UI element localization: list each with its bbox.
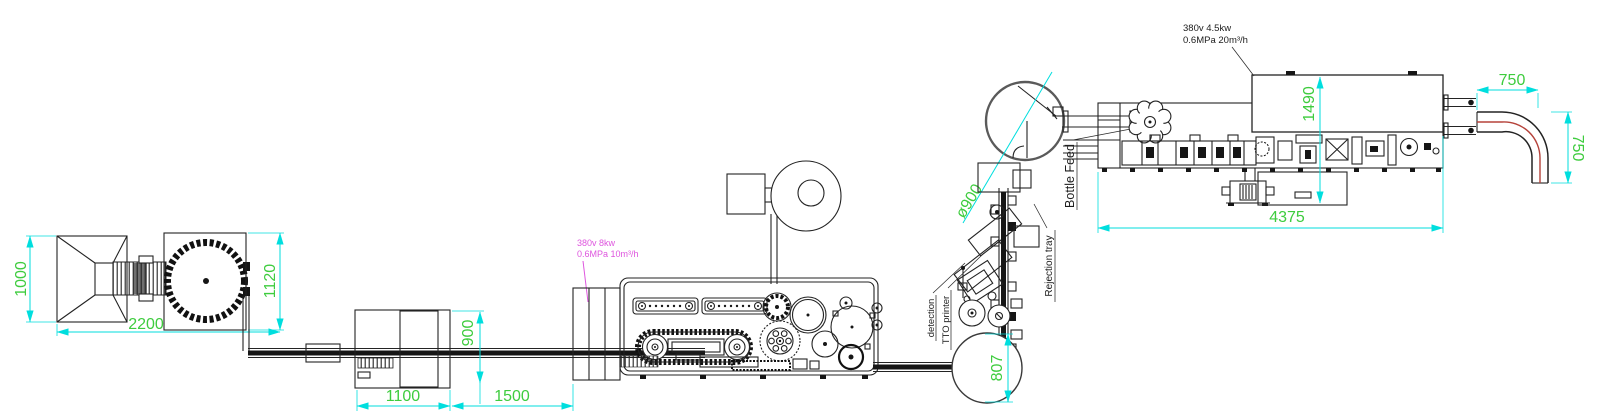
cartoner-power-line2: 0.6MPa 20m³/h <box>1183 35 1248 46</box>
blister-power-line2: 0.6MPa 10m³/h <box>577 249 639 259</box>
cartoner-power-line1: 380v 4.5kw <box>1183 23 1231 34</box>
rejection-tray-label-text: Rejection tray <box>1044 235 1055 296</box>
blister-machine <box>572 277 883 381</box>
dim-box-length: 1100 <box>356 388 451 411</box>
rejection-tray-label: Rejection tray <box>1033 203 1056 302</box>
cartoner-hood <box>1251 74 1444 133</box>
dim-outfeed-height: 750 <box>1551 111 1586 184</box>
dim-text-750-right: 750 <box>1569 135 1586 162</box>
dim-box-height: 900 <box>452 310 484 404</box>
bottle-feed-label-text: Bottle Feed <box>1063 144 1077 208</box>
black-leader-line <box>1231 46 1255 77</box>
dim-text-2200: 2200 <box>128 316 164 333</box>
dim-text-900: 900 <box>460 320 477 347</box>
dim-cartoner-height: 1490 <box>1301 76 1324 204</box>
tto-printer-label: TTO printer <box>941 253 984 350</box>
dim-outfeed-width: 750 <box>1476 72 1539 110</box>
cartoner-power-annotation: 380v 4.5kw 0.6MPa 20m³/h <box>1183 23 1255 77</box>
film-reel-tower <box>726 160 842 284</box>
conveyor-centerline <box>1477 121 1541 183</box>
tto-detection-station <box>956 259 1011 328</box>
dim-text-1100: 1100 <box>386 388 421 405</box>
dim-text-1000: 1000 <box>13 261 30 297</box>
dim-cartoner-length: 4375 <box>1097 136 1444 233</box>
elevator-conveyor <box>112 255 167 302</box>
disc-feeder <box>163 232 250 331</box>
dim-text-o900: ø900 <box>953 181 986 221</box>
dim-text-1120: 1120 <box>262 264 279 299</box>
dim-text-750-top: 750 <box>1499 72 1526 89</box>
dim-reel-diameter: 807 <box>985 333 1013 403</box>
dim-hopper-height: 1000 <box>13 235 56 323</box>
magenta-leader-line <box>582 260 589 303</box>
dim-text-1500: 1500 <box>494 388 530 405</box>
dim-feeder-height: 1120 <box>248 232 284 331</box>
dim-text-1490: 1490 <box>1301 86 1318 122</box>
blister-power-line1: 380v 8kw <box>577 238 616 248</box>
detection-label: detection <box>926 262 966 341</box>
blister-power-annotation: 380v 8kw 0.6MPa 10m³/h <box>577 238 639 303</box>
checkweigher <box>354 309 451 389</box>
turntable <box>984 80 1066 162</box>
dim-infeed-length: 2200 <box>56 316 281 336</box>
dim-text-4375: 4375 <box>1269 209 1305 226</box>
curved-outfeed <box>1476 111 1549 184</box>
film-reel-807 <box>951 332 1023 404</box>
tto-printer-label-text: TTO printer <box>941 296 952 344</box>
star-wheel <box>1128 100 1172 144</box>
cartoner <box>1097 71 1476 206</box>
detection-label-text: detection <box>926 299 937 338</box>
dim-gap-length: 1500 <box>451 384 574 411</box>
dim-text-807: 807 <box>989 355 1006 382</box>
